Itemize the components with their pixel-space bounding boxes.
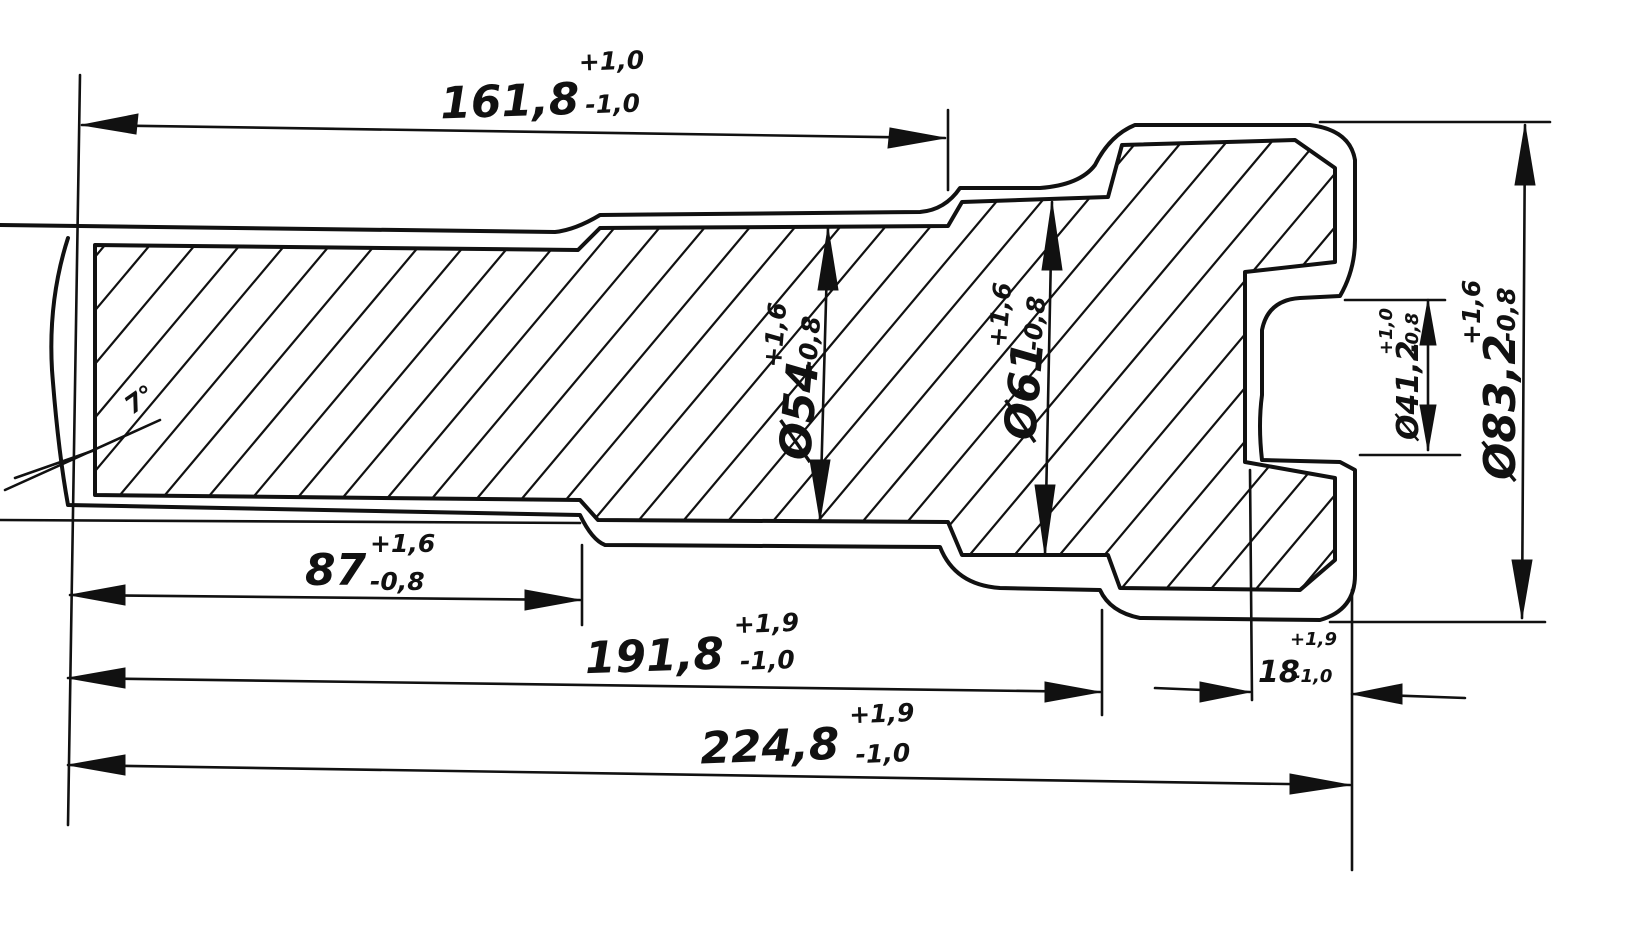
dim-18: 18 +1,9 -1,0 <box>1258 629 1337 690</box>
hatch-line <box>95 140 256 590</box>
svg-text:+1,6: +1,6 <box>370 529 435 558</box>
hatch-line <box>95 140 166 590</box>
axis-line-bottom <box>0 518 582 525</box>
svg-text:7°: 7° <box>119 379 160 420</box>
ext-left <box>66 73 82 827</box>
svg-text:Ø54: Ø54 <box>770 359 830 465</box>
dim-dia-54: Ø54 +1,6 -0,8 <box>758 301 830 465</box>
hatch-line <box>1274 140 1335 590</box>
svg-text:+1,9: +1,9 <box>1290 629 1337 650</box>
hatch-line <box>1004 140 1335 590</box>
svg-text:+1,0: +1,0 <box>1376 308 1397 355</box>
svg-text:224,8: 224,8 <box>699 719 840 775</box>
dim-191: 191,8 +1,9 -1,0 <box>584 608 799 684</box>
dim-161: 161,8 +1,0 -1,0 <box>439 45 644 130</box>
svg-text:+1,9: +1,9 <box>849 698 915 729</box>
hatch-line <box>1410 120 1647 620</box>
svg-text:Ø83,2: Ø83,2 <box>1475 334 1526 483</box>
svg-text:-1,0: -1,0 <box>855 738 911 769</box>
svg-text:87: 87 <box>305 545 367 596</box>
hatch-line <box>95 140 121 590</box>
svg-text:-0,8: -0,8 <box>1402 313 1423 352</box>
dim-dia-83: Ø83,2 +1,6 -0,8 <box>1457 280 1526 483</box>
svg-text:161,8: 161,8 <box>439 74 580 130</box>
svg-text:+1,6: +1,6 <box>1457 280 1486 345</box>
svg-text:Ø61: Ø61 <box>995 339 1055 445</box>
forging-outer-contour <box>0 123 1357 622</box>
hatch-line <box>1545 120 1647 620</box>
dimension-lines <box>3 113 1536 795</box>
svg-text:-1,0: -1,0 <box>585 89 641 120</box>
svg-text:-0,8: -0,8 <box>370 567 425 596</box>
hatch-line <box>239 140 661 590</box>
dim-dia-61: Ø61 +1,6 -0,8 <box>983 281 1055 445</box>
dim-224: 224,8 +1,9 -1,0 <box>699 698 915 775</box>
hatch-line <box>95 140 301 590</box>
hatch-line <box>95 140 211 590</box>
angle-label: 7° <box>119 379 160 420</box>
svg-text:Ø41,2: Ø41,2 <box>1391 340 1426 442</box>
svg-text:-1,0: -1,0 <box>740 645 796 676</box>
hatch-line <box>1590 120 1647 620</box>
svg-text:191,8: 191,8 <box>584 628 725 684</box>
svg-text:+1,6: +1,6 <box>983 281 1018 349</box>
svg-text:18: 18 <box>1258 655 1300 690</box>
part-section-outline <box>93 138 1337 592</box>
svg-text:-1,0: -1,0 <box>1293 666 1332 687</box>
hatch-line <box>1094 140 1335 590</box>
hatch-line <box>959 140 1335 590</box>
svg-text:-0,8: -0,8 <box>1018 295 1052 352</box>
hatch-line <box>914 140 1335 590</box>
ext-18 <box>1248 468 1254 702</box>
hatch-line <box>1184 140 1335 590</box>
svg-text:+1,9: +1,9 <box>733 608 799 639</box>
svg-text:-0,8: -0,8 <box>793 315 827 372</box>
hatch-line <box>1139 140 1335 590</box>
hatch-line <box>1229 140 1335 590</box>
dim-87: 87 +1,6 -0,8 <box>305 529 435 596</box>
svg-text:+1,0: +1,0 <box>578 45 644 76</box>
svg-text:-0,8: -0,8 <box>1492 287 1521 342</box>
hatch-line <box>1635 120 1647 620</box>
svg-text:+1,6: +1,6 <box>758 301 793 369</box>
dim-dia-41: Ø41,2 +1,0 -0,8 <box>1376 308 1426 442</box>
